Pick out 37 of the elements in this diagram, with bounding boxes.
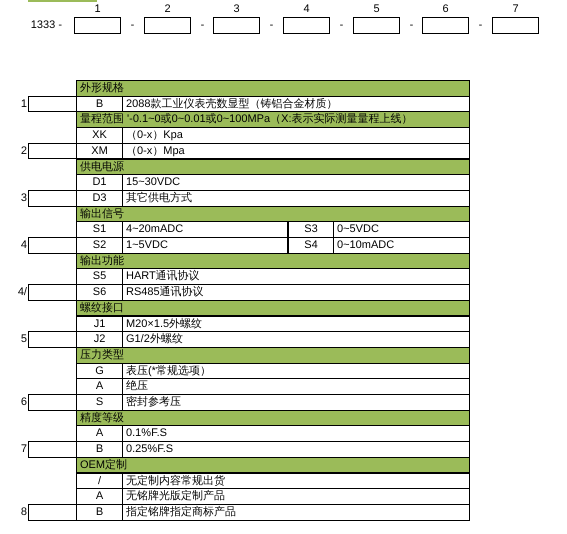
code-cell: J1 xyxy=(76,316,123,332)
section-heading: 量程范围 '-0.1~0或0~0.01或0~100MPa（X:表示实际测量量程上线） xyxy=(76,111,470,128)
position-number: 7 xyxy=(511,2,520,16)
section-heading: 螺纹接口 xyxy=(76,300,470,316)
position-number: 4/ xyxy=(18,285,27,300)
position-number: 3 xyxy=(20,190,27,206)
position-number: 5 xyxy=(372,2,381,16)
position-number: 1 xyxy=(93,2,102,16)
section-heading: 精度等级 xyxy=(76,410,470,426)
section-heading: 外形规格 xyxy=(76,80,470,97)
section-heading: 输出功能 xyxy=(76,252,470,270)
separator-dash: - xyxy=(130,18,136,32)
description-cell: M20×1.5外螺纹 xyxy=(122,316,470,332)
position-number: 5 xyxy=(20,332,27,348)
separator-dash: - xyxy=(338,18,344,32)
description-cell: （0-x）Mpa xyxy=(122,142,470,160)
position-number: 6 xyxy=(20,395,27,410)
position-number: 1 xyxy=(20,96,27,112)
position-number: 2 xyxy=(20,144,27,159)
description-cell: 无定制内容常规出货 xyxy=(122,472,470,490)
section-heading: 压力类型 xyxy=(76,346,470,364)
position-number: 2 xyxy=(163,2,172,16)
separator-dash: - xyxy=(200,18,206,32)
separator-dash: - xyxy=(408,18,414,32)
position-number: 8 xyxy=(20,504,27,520)
separator-dash: - xyxy=(268,18,274,32)
description-cell: 指定铭牌指定商标产品 xyxy=(122,504,470,521)
position-number: 7 xyxy=(20,442,27,458)
model-prefix: 1333 - xyxy=(30,18,62,32)
section-heading: OEM定制 xyxy=(76,456,470,474)
position-number: 4 xyxy=(20,238,27,253)
position-number: 4 xyxy=(302,2,311,16)
position-number: 6 xyxy=(441,2,450,16)
position-number: 3 xyxy=(232,2,241,16)
code-cell: / xyxy=(76,472,123,490)
section-heading: 输出信号 xyxy=(76,206,470,222)
separator-dash: - xyxy=(478,18,484,32)
